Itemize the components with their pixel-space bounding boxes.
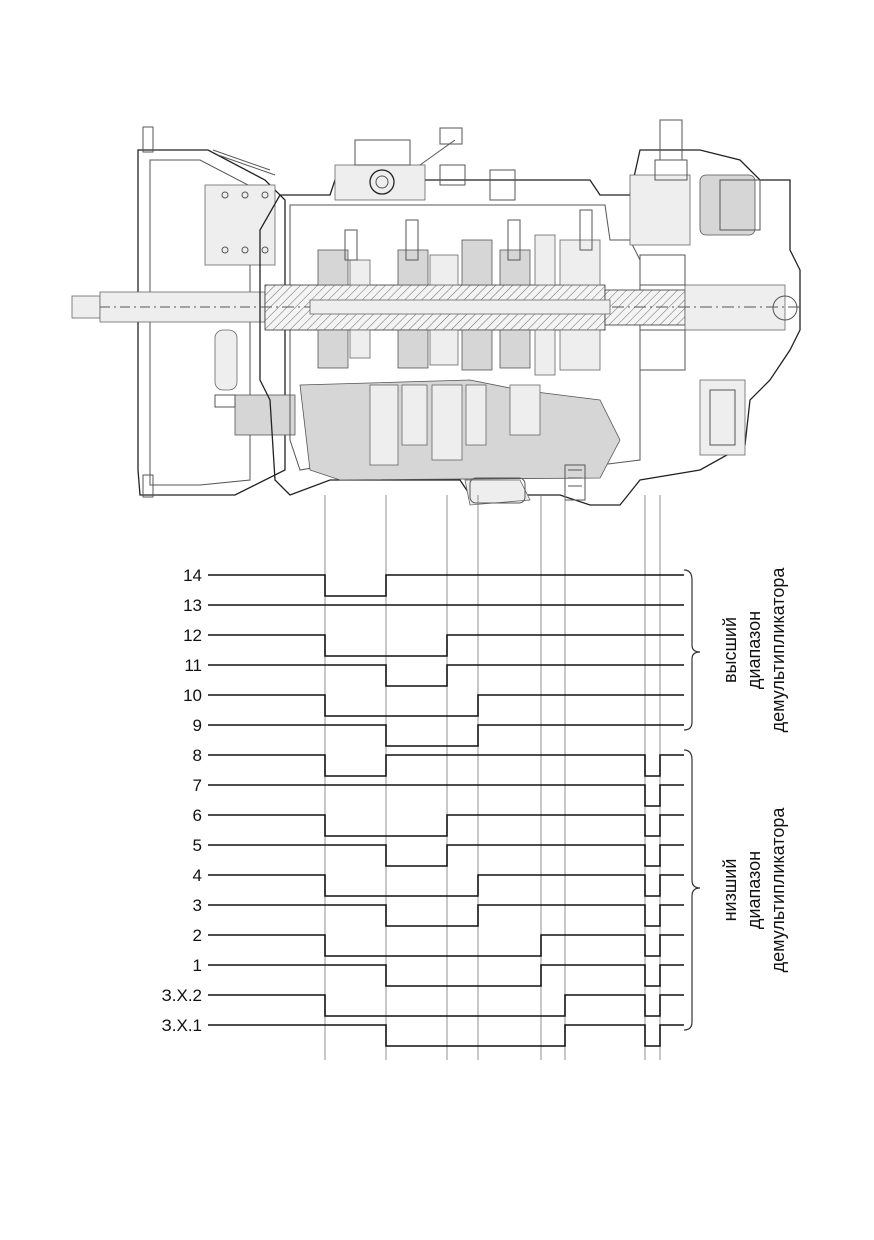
lower-range-line: диапазон	[744, 851, 764, 929]
gear-label: З.Х.2	[161, 986, 202, 1005]
gear-label: 3	[193, 896, 202, 915]
gear-label: 6	[193, 806, 202, 825]
gear-label: 11	[184, 656, 202, 675]
gear-label: 2	[193, 926, 202, 945]
trace-gear-1	[208, 964, 684, 987]
gear-label: 10	[183, 686, 202, 705]
input-shaft	[71, 291, 266, 323]
upper-range-line: высший	[720, 617, 740, 683]
trace-gear-12	[208, 634, 684, 657]
trace-gear-8	[208, 754, 684, 777]
gear-label: 14	[183, 566, 202, 585]
gear-traces	[208, 574, 684, 1047]
upper-range-label: высший диапазон демультипликатора	[720, 567, 788, 733]
gear-label: 9	[193, 716, 202, 735]
clutch-housing	[137, 126, 296, 498]
trace-gear-5	[208, 844, 684, 867]
range-housing	[629, 119, 798, 456]
lower-range-line: низший	[720, 859, 740, 922]
lower-range-label: низший диапазон демультипликатора	[720, 807, 788, 973]
trace-gear-2	[208, 934, 684, 957]
gear-label: 4	[193, 866, 202, 885]
lower-range-brace	[683, 749, 701, 1031]
main-shaft	[260, 284, 800, 331]
gear-label: 7	[193, 776, 202, 795]
gear-label: 13	[183, 596, 202, 615]
trace-gear-9	[208, 724, 684, 747]
trace-gear-3	[208, 904, 684, 927]
trace-gear-6	[208, 814, 684, 837]
trace-gear-reverse-2	[208, 994, 684, 1017]
upper-range-brace	[683, 569, 701, 731]
gear-sets	[317, 209, 601, 376]
gearbox-drawing	[71, 119, 801, 506]
upper-range-line: демультипликатора	[768, 567, 788, 733]
trace-gear-10	[208, 694, 684, 717]
gear-labels: 14 13 12 11 10 9 8 7 6 5 4 3 2 1 З.Х.2 З…	[161, 566, 202, 1035]
gear-label: 12	[183, 626, 202, 645]
trace-gear-14	[208, 574, 684, 597]
trace-gear-reverse-1	[208, 1024, 684, 1047]
trace-gear-11	[208, 664, 684, 687]
gear-label: 8	[193, 746, 202, 765]
trace-gear-7	[208, 784, 684, 807]
gear-label: З.Х.1	[161, 1016, 202, 1035]
upper-range-line: диапазон	[744, 611, 764, 689]
gear-label: 5	[193, 836, 202, 855]
shift-mechanism	[334, 127, 516, 201]
gearbox-case	[259, 149, 801, 506]
gear-label: 1	[193, 956, 202, 975]
trace-gear-4	[208, 874, 684, 897]
range-braces	[683, 569, 701, 1031]
shift-position-lines	[324, 495, 661, 1060]
lower-range-line: демультипликатора	[768, 807, 788, 973]
